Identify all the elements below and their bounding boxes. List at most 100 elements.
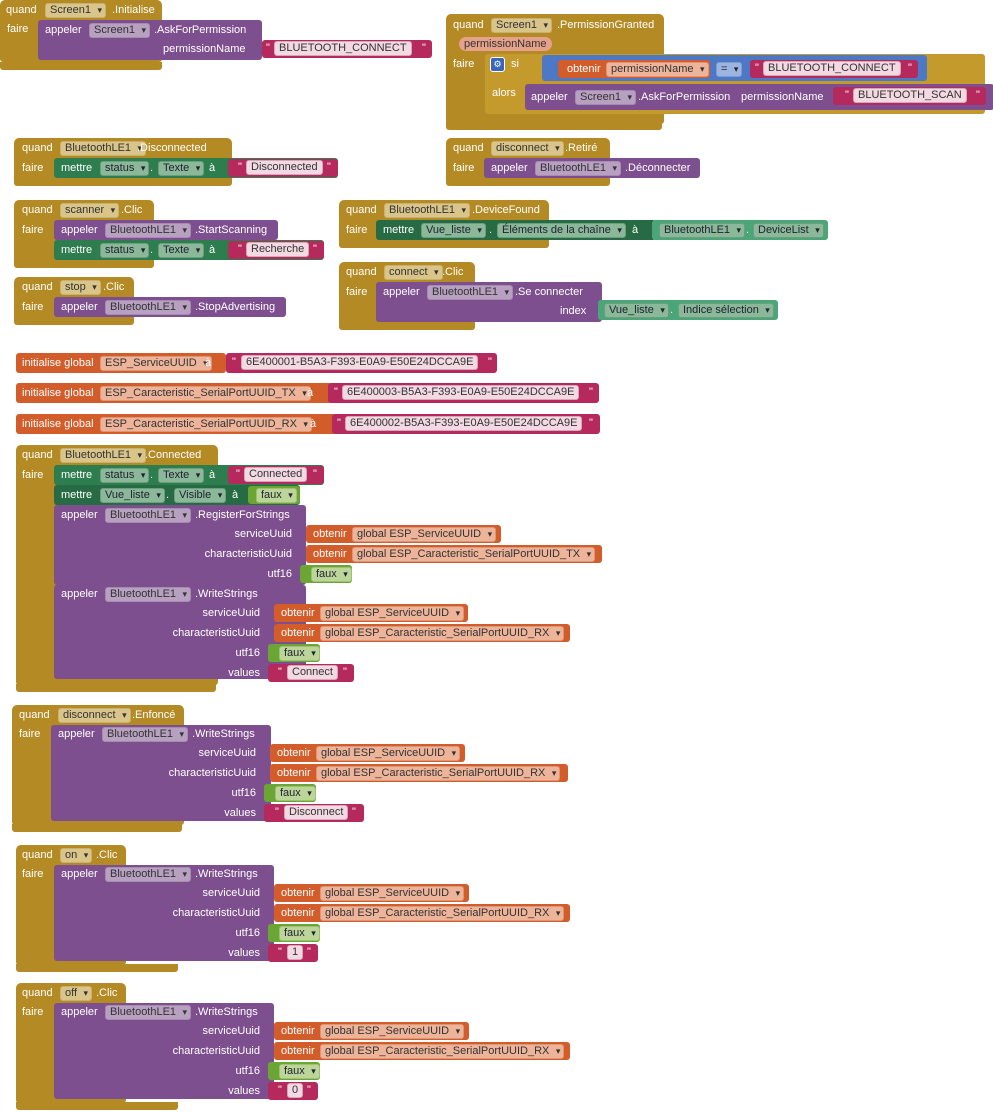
variable-dropdown[interactable]: global ESP_ServiceUUID: [352, 527, 497, 542]
component-dropdown[interactable]: BluetoothLE1: [60, 141, 147, 156]
do-label: faire: [22, 1006, 44, 1018]
then-label: alors: [492, 87, 516, 99]
text-value[interactable]: Connect: [287, 665, 338, 680]
call-label: appeler: [61, 301, 98, 313]
quote-close: ": [589, 386, 593, 398]
boolean-dropdown[interactable]: faux: [279, 1064, 320, 1079]
call-component-dropdown[interactable]: BluetoothLE1: [535, 161, 622, 176]
quote-close: ": [307, 946, 311, 958]
getter-component-dropdown[interactable]: BluetoothLE1: [659, 223, 746, 238]
call-component-dropdown[interactable]: BluetoothLE1: [105, 300, 192, 315]
text-value[interactable]: 6E400003-B5A3-F393-E0A9-E50E24DCCA9E: [342, 385, 580, 400]
text-value[interactable]: Disconnect: [284, 805, 349, 820]
text-value[interactable]: 6E400001-B5A3-F393-E0A9-E50E24DCCA9E: [241, 355, 479, 370]
call-component-dropdown[interactable]: BluetoothLE1: [105, 867, 192, 882]
variable-dropdown[interactable]: permissionName: [606, 62, 709, 77]
global-name-field[interactable]: ESP_Caracteristic_SerialPortUUID_TX: [100, 386, 311, 401]
call-component-dropdown[interactable]: BluetoothLE1: [427, 285, 514, 300]
component-dropdown[interactable]: BluetoothLE1: [60, 448, 147, 463]
component-dropdown[interactable]: connect: [384, 265, 443, 280]
quote-close: ": [908, 62, 912, 74]
text-value[interactable]: 6E400002-B5A3-F393-E0A9-E50E24DCCA9E: [345, 416, 583, 431]
getter-component-dropdown[interactable]: Vue_liste: [604, 303, 669, 318]
quote-open: ": [236, 468, 240, 480]
quote-open: ": [266, 42, 270, 54]
event-foot: [16, 684, 216, 692]
component-dropdown[interactable]: disconnect: [58, 708, 131, 723]
event-foot: [0, 62, 162, 70]
property-dropdown[interactable]: Texte: [158, 468, 205, 483]
component-dropdown[interactable]: off: [60, 986, 93, 1001]
set-component-dropdown[interactable]: status: [100, 161, 150, 176]
variable-dropdown[interactable]: global ESP_Caracteristic_SerialPortUUID_…: [320, 906, 565, 921]
call-component-dropdown[interactable]: BluetoothLE1: [105, 223, 192, 238]
variable-dropdown[interactable]: global ESP_Caracteristic_SerialPortUUID_…: [352, 547, 596, 562]
event-foot: [12, 824, 182, 832]
dot: .: [150, 469, 154, 481]
boolean-dropdown[interactable]: faux: [279, 646, 320, 661]
set-component-dropdown[interactable]: Vue_liste: [421, 223, 486, 238]
quote-open: ": [337, 417, 341, 429]
when-label: quand: [22, 449, 53, 461]
set-component-dropdown[interactable]: Vue_liste: [100, 488, 165, 503]
call-component-dropdown[interactable]: BluetoothLE1: [105, 1005, 192, 1020]
arg-label-values: values: [228, 947, 260, 959]
global-name-field[interactable]: ESP_Caracteristic_SerialPortUUID_RX: [100, 417, 312, 432]
set-component-dropdown[interactable]: status: [100, 243, 150, 258]
method-name: .Se connecter: [515, 286, 583, 298]
component-dropdown[interactable]: Screen1: [491, 18, 552, 33]
variable-dropdown[interactable]: global ESP_Caracteristic_SerialPortUUID_…: [316, 766, 561, 781]
component-dropdown[interactable]: BluetoothLE1: [384, 203, 471, 218]
component-dropdown[interactable]: on: [60, 848, 93, 863]
method-name: .AskForPermission: [638, 91, 731, 103]
quote-open: ": [278, 666, 282, 678]
call-label: appeler: [61, 224, 98, 236]
component-dropdown[interactable]: disconnect: [491, 141, 564, 156]
variable-dropdown[interactable]: global ESP_ServiceUUID: [320, 886, 465, 901]
call-component-dropdown[interactable]: BluetoothLE1: [105, 587, 192, 602]
variable-dropdown[interactable]: global ESP_ServiceUUID: [320, 606, 465, 621]
when-label: quand: [453, 142, 484, 154]
property-dropdown[interactable]: Visible: [174, 488, 227, 503]
boolean-dropdown[interactable]: faux: [256, 488, 297, 503]
text-value[interactable]: BLUETOOTH_SCAN: [853, 88, 967, 103]
call-component-dropdown[interactable]: BluetoothLE1: [105, 508, 192, 523]
text-value[interactable]: 0: [287, 1083, 304, 1098]
event-name: .PermissionGranted: [557, 19, 655, 31]
set-component-dropdown[interactable]: status: [100, 468, 150, 483]
component-dropdown[interactable]: scanner: [60, 203, 120, 218]
compare-operator-dropdown[interactable]: =: [716, 62, 743, 77]
call-block[interactable]: [38, 20, 262, 60]
text-value[interactable]: Connected: [244, 467, 308, 482]
property-dropdown[interactable]: Texte: [158, 243, 205, 258]
global-name-field[interactable]: ESP_ServiceUUID: [100, 356, 212, 371]
quote-open: ": [845, 89, 849, 101]
boolean-dropdown[interactable]: faux: [279, 926, 320, 941]
when-label: quand: [22, 987, 53, 999]
getter-property-dropdown[interactable]: Indice sélection: [678, 303, 774, 318]
variable-dropdown[interactable]: global ESP_Caracteristic_SerialPortUUID_…: [320, 1044, 565, 1059]
text-value[interactable]: BLUETOOTH_CONNECT: [274, 41, 412, 56]
variable-dropdown[interactable]: global ESP_Caracteristic_SerialPortUUID_…: [320, 626, 565, 641]
text-value[interactable]: Disconnected: [246, 160, 323, 175]
call-component-dropdown[interactable]: BluetoothLE1: [102, 727, 189, 742]
arg-label-utf16: utf16: [267, 568, 292, 580]
boolean-dropdown[interactable]: faux: [275, 786, 316, 801]
text-value[interactable]: Recherche: [246, 242, 310, 257]
component-dropdown[interactable]: Screen1: [45, 3, 106, 18]
gear-icon[interactable]: ⚙: [490, 57, 505, 72]
when-label: quand: [6, 4, 37, 16]
variable-dropdown[interactable]: global ESP_ServiceUUID: [316, 746, 461, 761]
component-dropdown[interactable]: stop: [60, 280, 101, 295]
call-component-dropdown[interactable]: Screen1: [89, 23, 150, 38]
boolean-dropdown[interactable]: faux: [311, 567, 352, 582]
getter-property-dropdown[interactable]: DeviceList: [753, 223, 824, 238]
text-value[interactable]: 1: [287, 945, 304, 960]
text-value[interactable]: BLUETOOTH_CONNECT: [763, 61, 901, 76]
method-name: .Déconnecter: [625, 162, 691, 174]
variable-dropdown[interactable]: global ESP_ServiceUUID: [320, 1024, 465, 1039]
property-dropdown[interactable]: Texte: [158, 161, 205, 176]
property-dropdown[interactable]: Éléments de la chaîne: [497, 223, 626, 238]
event-parameter[interactable]: permissionName: [459, 37, 552, 51]
call-component-dropdown[interactable]: Screen1: [575, 90, 636, 105]
